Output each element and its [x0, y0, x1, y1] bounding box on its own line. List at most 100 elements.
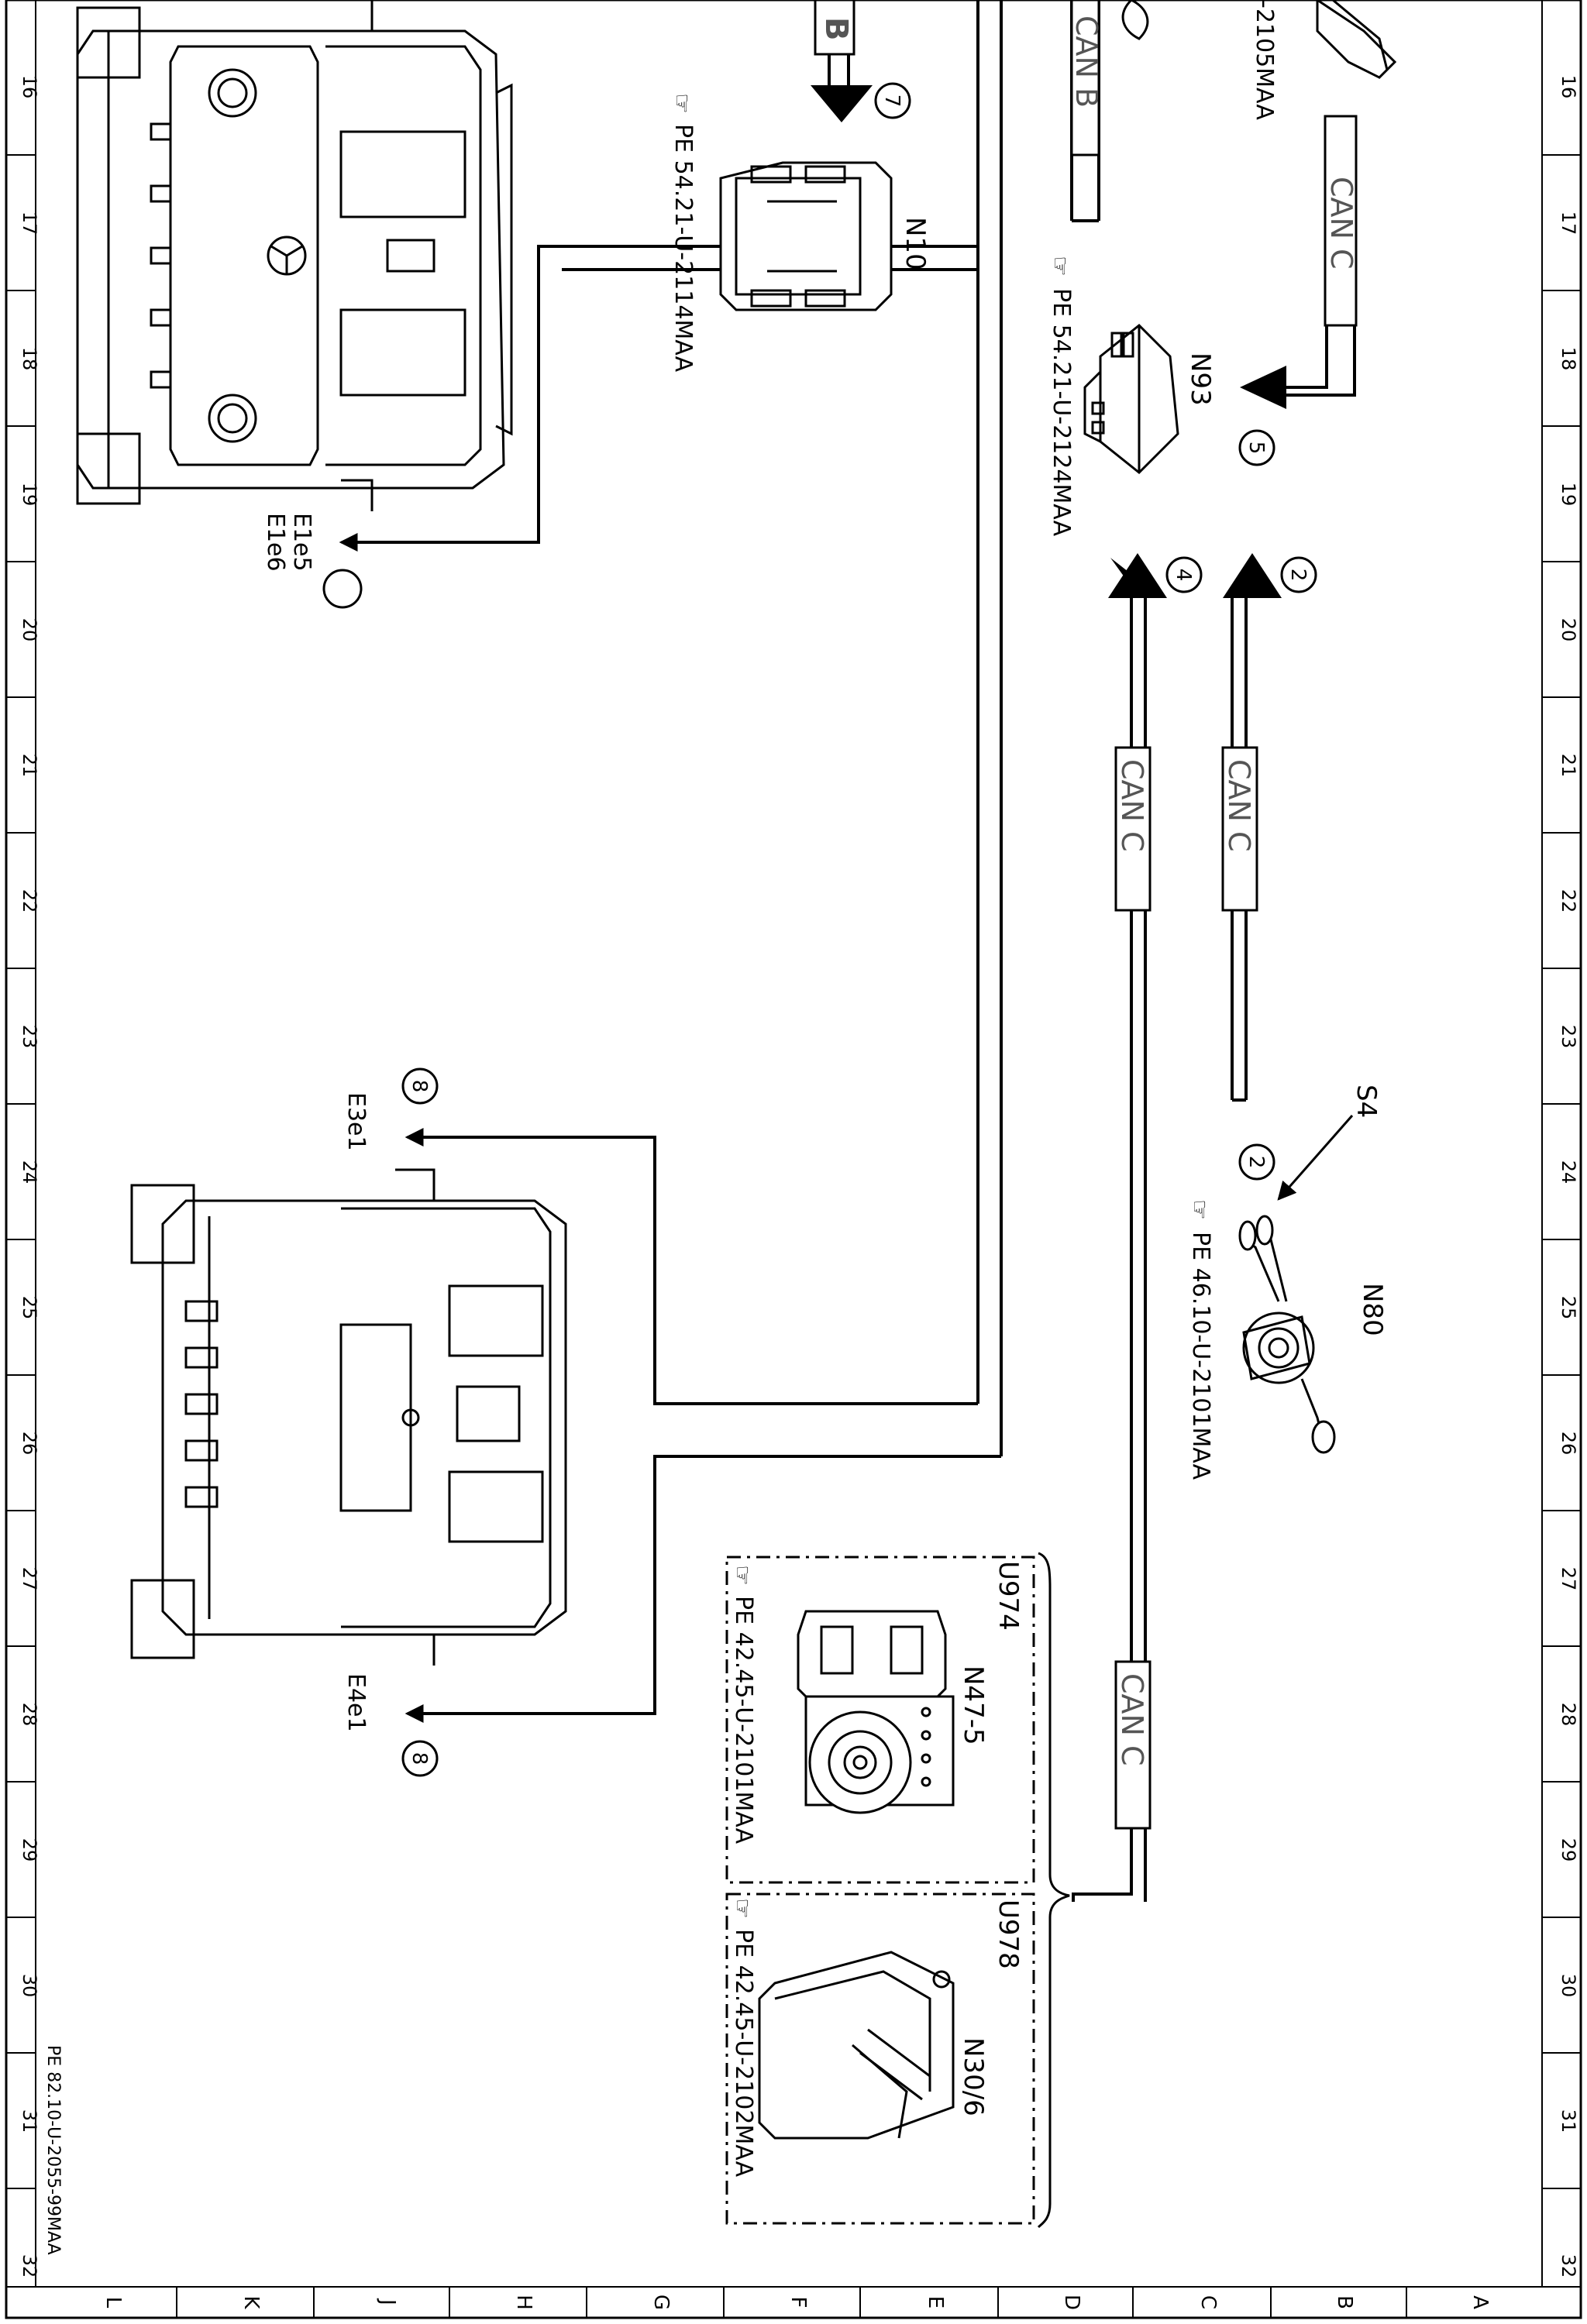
n80-ref: ☞ PE 46.10-U-2101MAA — [1186, 1199, 1214, 1480]
n80-label: N80 — [1357, 1283, 1388, 1336]
row-number-right: 23 — [1558, 1025, 1579, 1049]
group-brace — [1037, 1552, 1070, 2229]
n47-ref-text: PE 42.45-U-2101MAA — [730, 1596, 757, 1844]
row-number-right: 29 — [1558, 1838, 1579, 1862]
top-partial-ref: -2105MAA — [1251, 0, 1278, 120]
column-letter: L — [102, 2297, 125, 2309]
column-letter: B — [1333, 2295, 1356, 2309]
row-number-left: 26 — [19, 1432, 40, 1456]
arrows — [811, 85, 1286, 598]
callout-5: 5 — [1244, 442, 1268, 455]
hand-pointer-icon: ☞ — [728, 1898, 756, 1919]
row-number-left: 27 — [19, 1567, 40, 1591]
row-number-right: 21 — [1558, 754, 1579, 778]
column-letter: F — [787, 2297, 810, 2309]
row-number-right: 32 — [1558, 2254, 1579, 2278]
s4-label: S4 — [1351, 1085, 1382, 1118]
n30-ref-text: PE 42.45-U-2102MAA — [730, 1929, 757, 2178]
row-number-left: 21 — [19, 754, 40, 778]
can-c-label-top: CAN C — [1324, 177, 1358, 270]
u974-group-frame — [725, 1556, 1035, 1884]
b-bus-label: B — [818, 17, 854, 41]
arrow-up-4-head — [1108, 553, 1167, 598]
can-c-harness — [1072, 596, 1248, 1902]
row-number-left: 29 — [19, 1838, 40, 1862]
row-number-right: 16 — [1558, 75, 1579, 99]
column-letter: K — [239, 2295, 263, 2309]
column-letter: H — [512, 2295, 535, 2310]
row-number-left: 19 — [19, 483, 40, 507]
n10-ref: ☞ PE 54.21-U-2114MAA — [668, 93, 697, 373]
can-c-label-bottom: CAN C — [1115, 1673, 1149, 1766]
n10-label: N10 — [900, 217, 931, 270]
arrow-left-n93 — [1240, 366, 1286, 409]
u974-label: U974 — [993, 1561, 1024, 1631]
row-number-left: 18 — [19, 347, 40, 371]
callout-2-s4: 2 — [1244, 1156, 1268, 1169]
row-number-left: 32 — [19, 2254, 40, 2278]
row-number-left: 16 — [19, 75, 40, 99]
row-number-left: 24 — [19, 1160, 40, 1184]
n30-label: N30/6 — [958, 2037, 989, 2116]
u978-group-frame — [725, 1893, 1035, 2225]
row-number-right: 17 — [1558, 211, 1579, 235]
n30-ref: ☞ PE 42.45-U-2102MAA — [728, 1898, 757, 2178]
truck-front-view-top — [76, 0, 513, 511]
row-ticks — [6, 154, 1581, 2189]
row-number-right: 27 — [1558, 1567, 1579, 1591]
arrow-up-2-head — [1223, 553, 1282, 598]
callout-4: 4 — [1172, 569, 1195, 582]
e3e1-label: E3e1 — [343, 1092, 370, 1151]
n80-ref-text: PE 46.10-U-2101MAA — [1187, 1232, 1214, 1480]
e1e5-label: E1e5 — [288, 513, 315, 572]
row-number-left: 31 — [19, 2109, 40, 2133]
n10-ref-text: PE 54.21-U-2114MAA — [670, 124, 697, 373]
row-number-right: 26 — [1558, 1432, 1579, 1456]
n93-label: N93 — [1185, 352, 1216, 406]
column-ticks — [176, 2287, 1407, 2318]
u978-label: U978 — [993, 1899, 1024, 1969]
n10-module-icon — [719, 161, 893, 311]
n47-ref: ☞ PE 42.45-U-2101MAA — [728, 1565, 757, 1844]
row-number-right: 28 — [1558, 1703, 1579, 1727]
row-number-left: 25 — [19, 1296, 40, 1320]
row-number-right: 30 — [1558, 1974, 1579, 1998]
column-letter: E — [924, 2296, 947, 2309]
n93-ref: ☞ PE 54.21-U-2124MAA — [1046, 256, 1075, 537]
hand-pointer-icon: ☞ — [668, 93, 695, 114]
document-reference: PE 82.10-U-2055-99MAA — [43, 2045, 63, 2255]
row-number-left: 23 — [19, 1025, 40, 1049]
hand-pointer-icon: ☞ — [728, 1565, 756, 1586]
hand-pointer-icon: ☞ — [1186, 1199, 1213, 1220]
callouts: 7 5 4 2 2 8 8 — [322, 82, 1317, 1777]
row-number-left: 28 — [19, 1703, 40, 1727]
row-number-left: 17 — [19, 211, 40, 235]
column-letter: D — [1060, 2295, 1083, 2310]
callout-2: 2 — [1286, 569, 1310, 582]
row-number-left: 22 — [19, 889, 40, 913]
hand-pointer-icon: ☞ — [1046, 256, 1073, 277]
arrow-down-b-head — [811, 85, 873, 122]
column-letter: A — [1468, 2295, 1492, 2309]
row-number-right: 25 — [1558, 1296, 1579, 1320]
can-b-label: CAN B — [1069, 15, 1103, 108]
callout-8-bottom: 8 — [408, 1752, 431, 1765]
column-letter: C — [1196, 2295, 1220, 2309]
top-ring-icon — [1121, 0, 1149, 40]
row-number-right: 19 — [1558, 483, 1579, 507]
row-number-right: 24 — [1558, 1160, 1579, 1184]
n93-module-icon — [1083, 323, 1179, 475]
row-number-right: 18 — [1558, 347, 1579, 371]
row-number-right: 20 — [1558, 618, 1579, 642]
truck-front-view-bottom — [130, 1168, 567, 1666]
n47-abs-unit-icon — [797, 1610, 955, 1814]
n47-label: N47-5 — [958, 1666, 989, 1745]
top-partial-module-icon — [1316, 0, 1397, 79]
callout-7: 7 — [880, 95, 904, 108]
row-number-right: 22 — [1558, 889, 1579, 913]
row-number-left: 20 — [19, 618, 40, 642]
callout-8-top: 8 — [408, 1080, 431, 1093]
e1e6-label: E1e6 — [262, 513, 289, 572]
can-c-label-mid-left: CAN C — [1115, 759, 1149, 852]
